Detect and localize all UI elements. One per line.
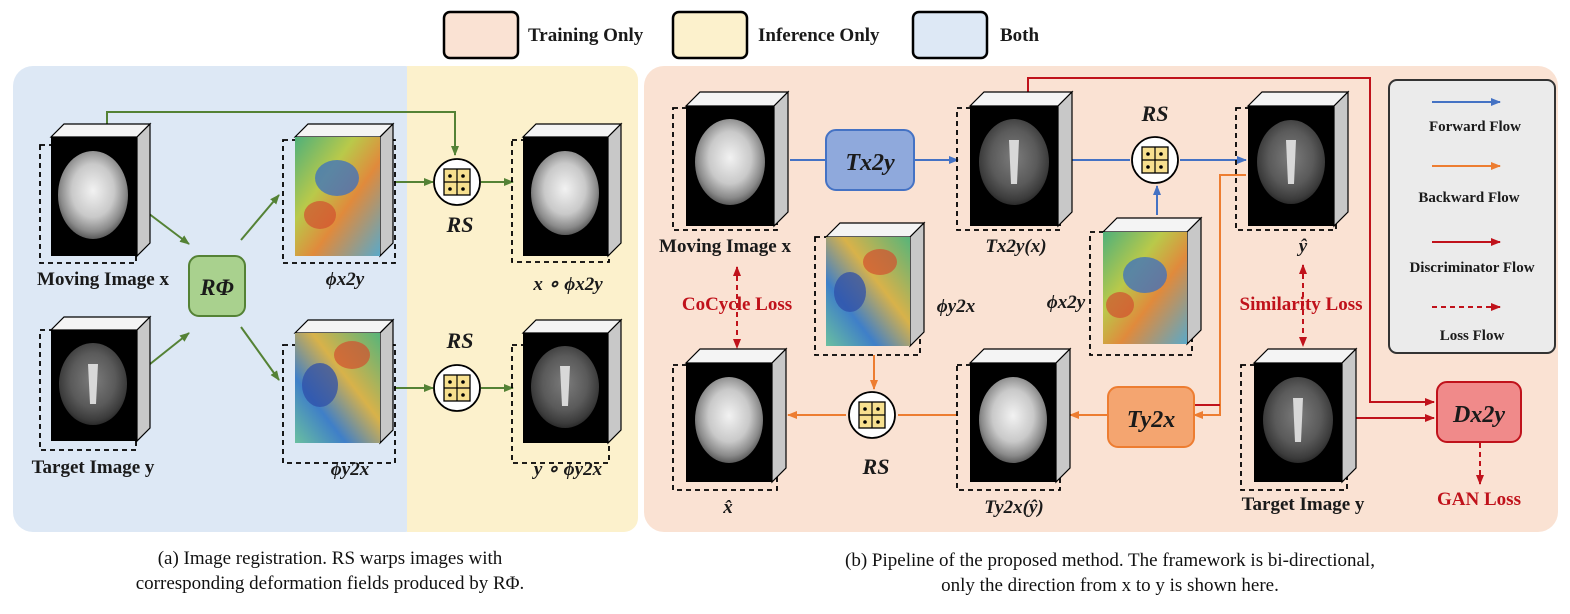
t-x2y-output-cube bbox=[956, 90, 1074, 231]
caption-a-line2: corresponding deformation fields produce… bbox=[135, 573, 525, 594]
legend-both-label: Both bbox=[1000, 25, 1040, 46]
legend-loss-flow: Loss Flow bbox=[1440, 328, 1505, 344]
field-y2x-label-a: ϕy2x bbox=[331, 459, 370, 480]
panel-b-flows bbox=[733, 77, 1484, 485]
discriminator-label: Dx2y bbox=[1452, 402, 1505, 428]
caption-a-line1: (a) Image registration. RS warps images … bbox=[157, 548, 503, 569]
warped-y-cube bbox=[511, 318, 623, 464]
y-hat-label: ŷ bbox=[1297, 236, 1308, 257]
caption-b: (b) Pipeline of the proposed method. The… bbox=[680, 548, 1540, 598]
warper-label-a-top: RS bbox=[446, 212, 474, 237]
field-x2y-label-b: ϕx2y bbox=[1047, 292, 1086, 313]
x-hat-cube bbox=[672, 347, 788, 491]
warper-icon-a-top bbox=[433, 158, 481, 206]
warper-icon-a-bottom bbox=[433, 364, 481, 412]
cocycle-loss-label: CoCycle Loss bbox=[682, 294, 792, 315]
caption-b-line1: (b) Pipeline of the proposed method. The… bbox=[845, 550, 1375, 571]
target-image-label-a: Target Image y bbox=[32, 457, 155, 478]
legend-backward-flow: Backward Flow bbox=[1418, 190, 1519, 206]
similarity-loss-label: Similarity Loss bbox=[1240, 294, 1363, 315]
generator-y2x-box bbox=[1107, 386, 1195, 448]
warped-y-label: y ∘ ϕy2x bbox=[532, 459, 603, 480]
moving-image-label-b: Moving Image x bbox=[659, 236, 791, 257]
warped-x-label: x ∘ ϕx2y bbox=[532, 274, 603, 295]
generator-x2y-box bbox=[825, 129, 915, 191]
target-image-cube-b bbox=[1240, 347, 1358, 491]
field-y2x-cube-a bbox=[282, 318, 396, 464]
t-y2x-output-label: Ty2x(ŷ) bbox=[984, 497, 1043, 518]
legend-training-label: Training Only bbox=[528, 25, 644, 46]
discriminator-box bbox=[1436, 381, 1522, 443]
registration-net-label: RΦ bbox=[199, 275, 234, 300]
gan-loss-label: GAN Loss bbox=[1437, 489, 1521, 510]
warper-label-a-bottom: RS bbox=[446, 328, 474, 353]
legend-both-swatch bbox=[911, 10, 989, 60]
legend-discriminator-flow: Discriminator Flow bbox=[1409, 260, 1534, 276]
warper-label-b-bottom: RS bbox=[862, 454, 890, 479]
generator-x2y-label: Tx2y bbox=[845, 150, 895, 176]
field-y2x-cube-b bbox=[814, 221, 926, 356]
moving-image-cube-b bbox=[672, 90, 790, 231]
legend-inference-swatch bbox=[671, 10, 749, 60]
y-hat-cube bbox=[1235, 90, 1350, 231]
caption-b-line2: only the direction from x to y is shown … bbox=[941, 575, 1279, 596]
legend-forward-flow: Forward Flow bbox=[1429, 119, 1521, 135]
legend-inference-label: Inference Only bbox=[758, 25, 880, 46]
caption-a: (a) Image registration. RS warps images … bbox=[20, 546, 640, 596]
generator-y2x-label: Ty2x bbox=[1127, 407, 1175, 433]
target-image-cube-a bbox=[39, 315, 152, 451]
moving-image-cube-a bbox=[39, 122, 152, 264]
flow-legend: Forward Flow Backward Flow Discriminator… bbox=[1388, 79, 1556, 354]
legend-training-swatch bbox=[442, 10, 520, 60]
region-legend: Training Only Inference Only Both bbox=[442, 10, 1040, 60]
field-x2y-cube-b bbox=[1089, 216, 1203, 356]
moving-image-label-a: Moving Image x bbox=[37, 269, 169, 290]
registration-net-box bbox=[188, 255, 246, 317]
warper-icon-b-bottom bbox=[848, 391, 896, 439]
x-hat-label: x̂ bbox=[722, 497, 733, 518]
t-x2y-output-label: Tx2y(x) bbox=[985, 236, 1046, 257]
warped-x-cube bbox=[511, 122, 623, 263]
t-y2x-output-cube bbox=[956, 347, 1072, 491]
registration-arrows bbox=[106, 111, 514, 392]
field-y2x-label-b: ϕy2x bbox=[937, 296, 976, 317]
target-image-label-b: Target Image y bbox=[1242, 494, 1365, 515]
field-x2y-cube-a bbox=[282, 122, 396, 264]
warper-icon-b-top bbox=[1131, 136, 1179, 184]
warper-label-b-top: RS bbox=[1141, 101, 1169, 126]
field-x2y-label-a: ϕx2y bbox=[326, 269, 365, 290]
